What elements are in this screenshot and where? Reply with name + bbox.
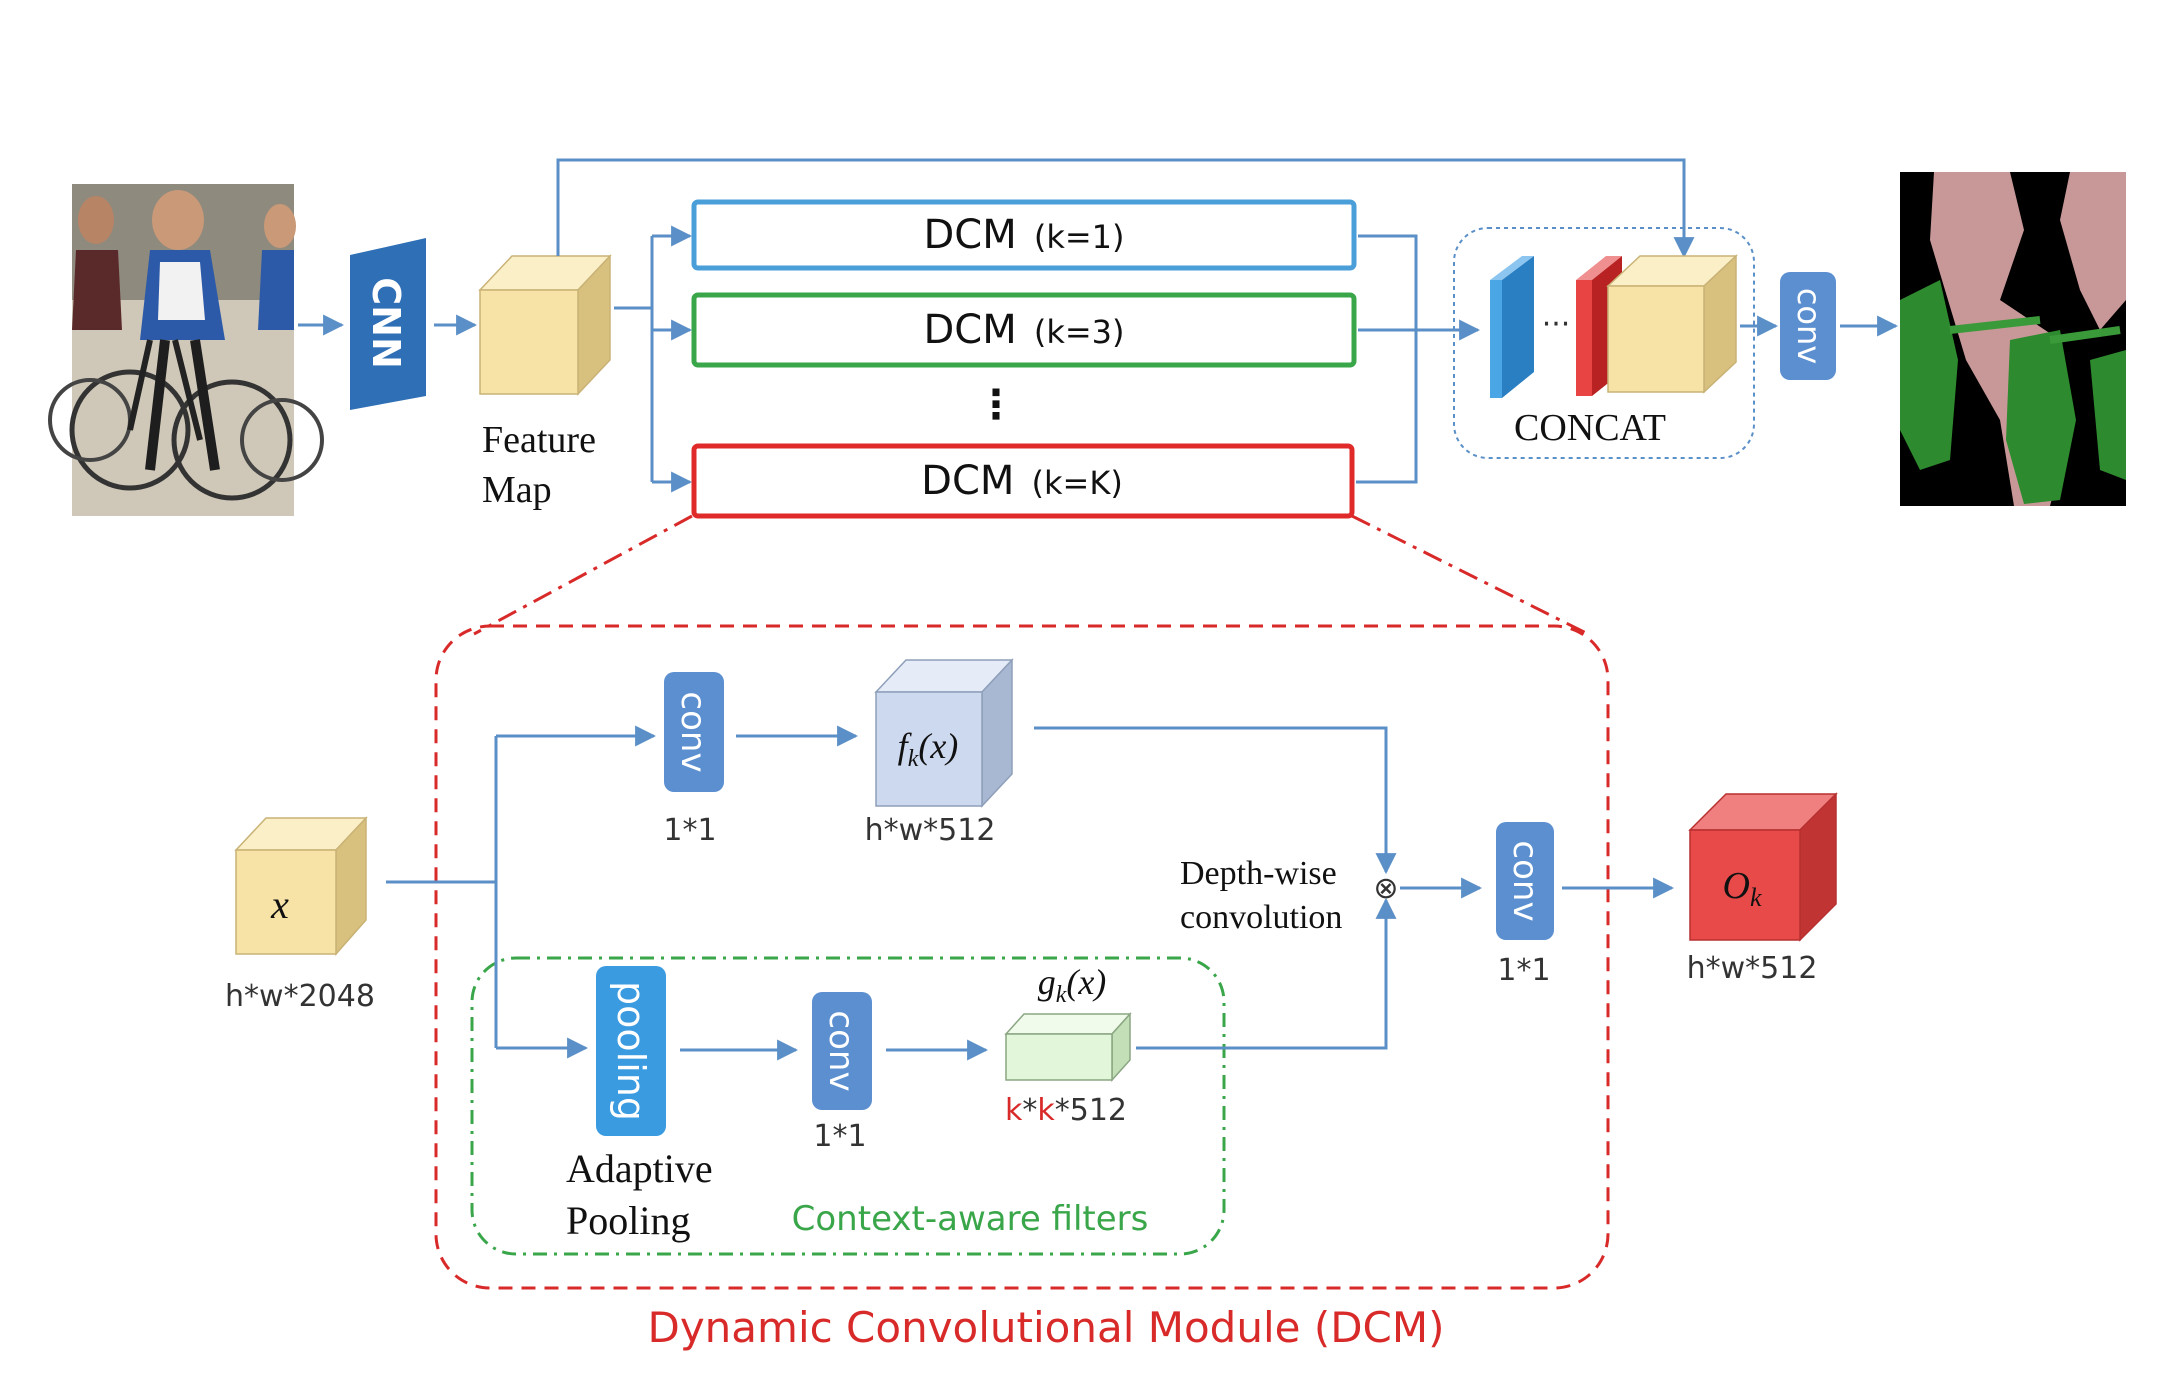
head-conv-block: conv: [1780, 272, 1836, 380]
merge-line-1: [1358, 234, 1418, 330]
arrow-gk-to-product: [1136, 897, 1397, 1050]
output-ok-cube: Ok: [1688, 792, 1838, 942]
dcm-branch-3: DCM (k=K): [691, 443, 1355, 519]
feature-map-label-line2: Map: [482, 469, 552, 511]
gk-dim-rest: *512: [1055, 1093, 1127, 1128]
conv-top-label: conv: [673, 691, 713, 772]
dcm-module-border: [434, 624, 1610, 1290]
svg-text:fk(x): fk(x): [898, 726, 959, 772]
conv-top-block: conv: [664, 672, 724, 792]
ok-dim: h*w*512: [1687, 951, 1818, 986]
fk-sub: k: [908, 746, 919, 772]
gk-sub: k: [1056, 982, 1067, 1008]
branch-ellipsis: ⋮: [976, 382, 1016, 428]
conv-out-dim: 1*1: [1497, 953, 1550, 988]
concat-blue-slab: [1490, 256, 1534, 398]
merge-line-3: [1356, 330, 1418, 484]
gk-dim-star: *: [1022, 1093, 1037, 1128]
segmentation-output-image: [1900, 172, 2126, 506]
skip-connection-arrow: [556, 158, 1695, 259]
adaptive-pooling-line2: Pooling: [566, 1198, 690, 1243]
dcm-branch-1-param: (k=1): [1034, 218, 1125, 256]
module-title: Dynamic Convolutional Module (DCM): [647, 1303, 1444, 1352]
svg-text:gk(x): gk(x): [1038, 962, 1107, 1008]
concat-label: CONCAT: [1514, 407, 1666, 449]
conv-top-dim: 1*1: [663, 813, 716, 848]
fk-dim: h*w*512: [865, 813, 996, 848]
ok-sub: k: [1750, 883, 1762, 912]
conv-bottom-dim: 1*1: [813, 1119, 866, 1154]
gk-symbol: g: [1038, 962, 1056, 1002]
dcm-branch-3-param: (k=K): [1032, 464, 1123, 502]
concat-group-border: [1453, 227, 1755, 459]
fk-cube: fk(x): [874, 658, 1014, 808]
depthwise-label-line2: convolution: [1180, 899, 1342, 936]
arrow-fk-to-product: [1034, 726, 1397, 875]
conv-bottom-label: conv: [821, 1010, 861, 1091]
svg-text:DCM (k=3): DCM (k=3): [923, 307, 1124, 353]
gk-cube: [1004, 1012, 1132, 1082]
context-filters-label: Context-aware filters: [792, 1199, 1149, 1239]
dcm-branch-2-name: DCM: [923, 307, 1016, 353]
head-conv-label: conv: [1790, 288, 1828, 364]
input-x-cube: x: [234, 816, 368, 956]
svg-text:DCM (k=1): DCM (k=1): [923, 212, 1124, 258]
feature-map-cube: [478, 254, 612, 396]
context-filters-border: [470, 956, 1226, 1256]
cnn-block: CNN: [350, 238, 426, 410]
input-x-symbol: x: [270, 882, 289, 927]
depthwise-label-line1: Depth-wise: [1180, 855, 1337, 892]
expand-line-right: [1351, 514, 1589, 636]
gk-arg: (x): [1066, 962, 1106, 1002]
adaptive-pooling-line1: Adaptive: [566, 1146, 713, 1191]
conv-out-block: conv: [1496, 822, 1554, 940]
gk-dim-k1: k: [1005, 1093, 1023, 1128]
svg-text:Ok: Ok: [1723, 865, 1762, 912]
dcm-branch-3-name: DCM: [921, 458, 1014, 504]
concat-yellow-cube: [1606, 254, 1738, 394]
product-symbol: ⊗: [1373, 871, 1398, 906]
dcm-branch-1-name: DCM: [923, 212, 1016, 258]
gk-dim-k2: k: [1037, 1093, 1055, 1128]
svg-text:DCM (k=K): DCM (k=K): [921, 458, 1123, 504]
concat-dots: ···: [1542, 307, 1571, 342]
conv-out-label: conv: [1505, 840, 1545, 921]
ok-symbol: O: [1723, 865, 1750, 907]
dcm-branch-1: DCM (k=1): [691, 199, 1357, 271]
expand-line-left: [473, 514, 693, 636]
feature-map-label-line1: Feature: [482, 419, 596, 461]
conv-bottom-block: conv: [812, 992, 872, 1110]
dcm-branch-2-param: (k=3): [1034, 313, 1125, 351]
pooling-label: pooling: [609, 981, 653, 1121]
cnn-label: CNN: [364, 277, 408, 369]
dcm-branch-2: DCM (k=3): [691, 292, 1357, 368]
svg-text:k*k*512: k*k*512: [1005, 1093, 1127, 1128]
input-image: [48, 184, 324, 516]
pooling-block: pooling: [596, 966, 666, 1136]
input-dim-label: h*w*2048: [225, 979, 375, 1014]
fk-arg: (x): [918, 726, 958, 766]
